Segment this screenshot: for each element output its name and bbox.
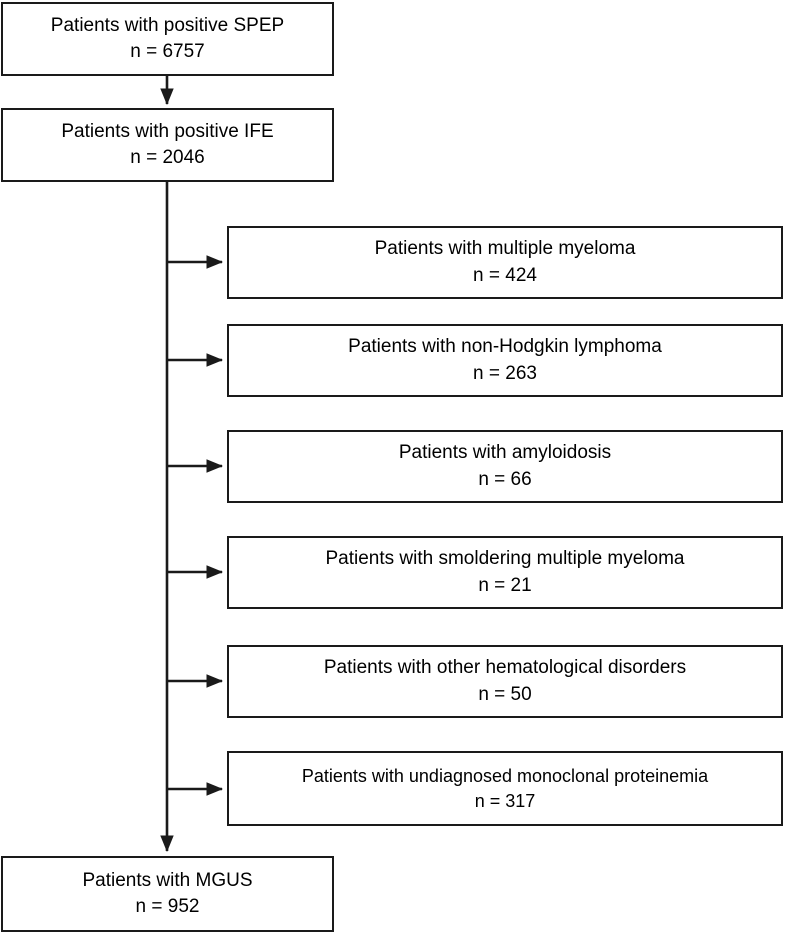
node-excluded-undiagnosed-monoclonal-proteinemia: Patients with undiagnosed monoclonal pro… xyxy=(227,751,783,826)
node-positive-spep: Patients with positive SPEP n = 6757 xyxy=(1,2,334,76)
node-excluded-other-hematological-disorders: Patients with other hematological disord… xyxy=(227,645,783,718)
node-excluded-undiagnosed-monoclonal-proteinemia-count: n = 317 xyxy=(474,790,536,811)
node-excluded-amyloidosis-count: n = 66 xyxy=(478,468,532,490)
node-excluded-multiple-myeloma-title: Patients with multiple myeloma xyxy=(374,238,636,260)
node-excluded-smoldering-multiple-myeloma-count: n = 21 xyxy=(478,574,532,596)
node-excluded-other-hematological-disorders-title: Patients with other hematological disord… xyxy=(323,657,687,679)
node-positive-spep-count: n = 6757 xyxy=(130,41,205,62)
node-mgus: Patients with MGUS n = 952 xyxy=(1,856,334,932)
node-excluded-undiagnosed-monoclonal-proteinemia-title: Patients with undiagnosed monoclonal pro… xyxy=(301,765,709,786)
node-positive-ife: Patients with positive IFE n = 2046 xyxy=(1,108,334,182)
node-positive-ife-title: Patients with positive IFE xyxy=(61,120,274,142)
node-excluded-smoldering-multiple-myeloma: Patients with smoldering multiple myelom… xyxy=(227,536,783,609)
node-excluded-smoldering-multiple-myeloma-title: Patients with smoldering multiple myelom… xyxy=(325,548,685,570)
node-excluded-non-hodgkin-lymphoma-count: n = 263 xyxy=(473,362,537,384)
node-excluded-non-hodgkin-lymphoma-title: Patients with non-Hodgkin lymphoma xyxy=(348,336,662,358)
node-excluded-other-hematological-disorders-count: n = 50 xyxy=(478,683,532,705)
node-excluded-non-hodgkin-lymphoma: Patients with non-Hodgkin lymphoma n = 2… xyxy=(227,324,783,397)
node-excluded-multiple-myeloma: Patients with multiple myeloma n = 424 xyxy=(227,226,783,299)
node-positive-spep-title: Patients with positive SPEP xyxy=(50,14,285,36)
node-excluded-multiple-myeloma-count: n = 424 xyxy=(473,264,537,286)
node-positive-ife-count: n = 2046 xyxy=(130,147,205,168)
node-excluded-amyloidosis-title: Patients with amyloidosis xyxy=(398,442,612,464)
node-excluded-amyloidosis: Patients with amyloidosis n = 66 xyxy=(227,430,783,503)
node-mgus-title: Patients with MGUS xyxy=(82,869,253,891)
node-mgus-count: n = 952 xyxy=(135,896,200,917)
